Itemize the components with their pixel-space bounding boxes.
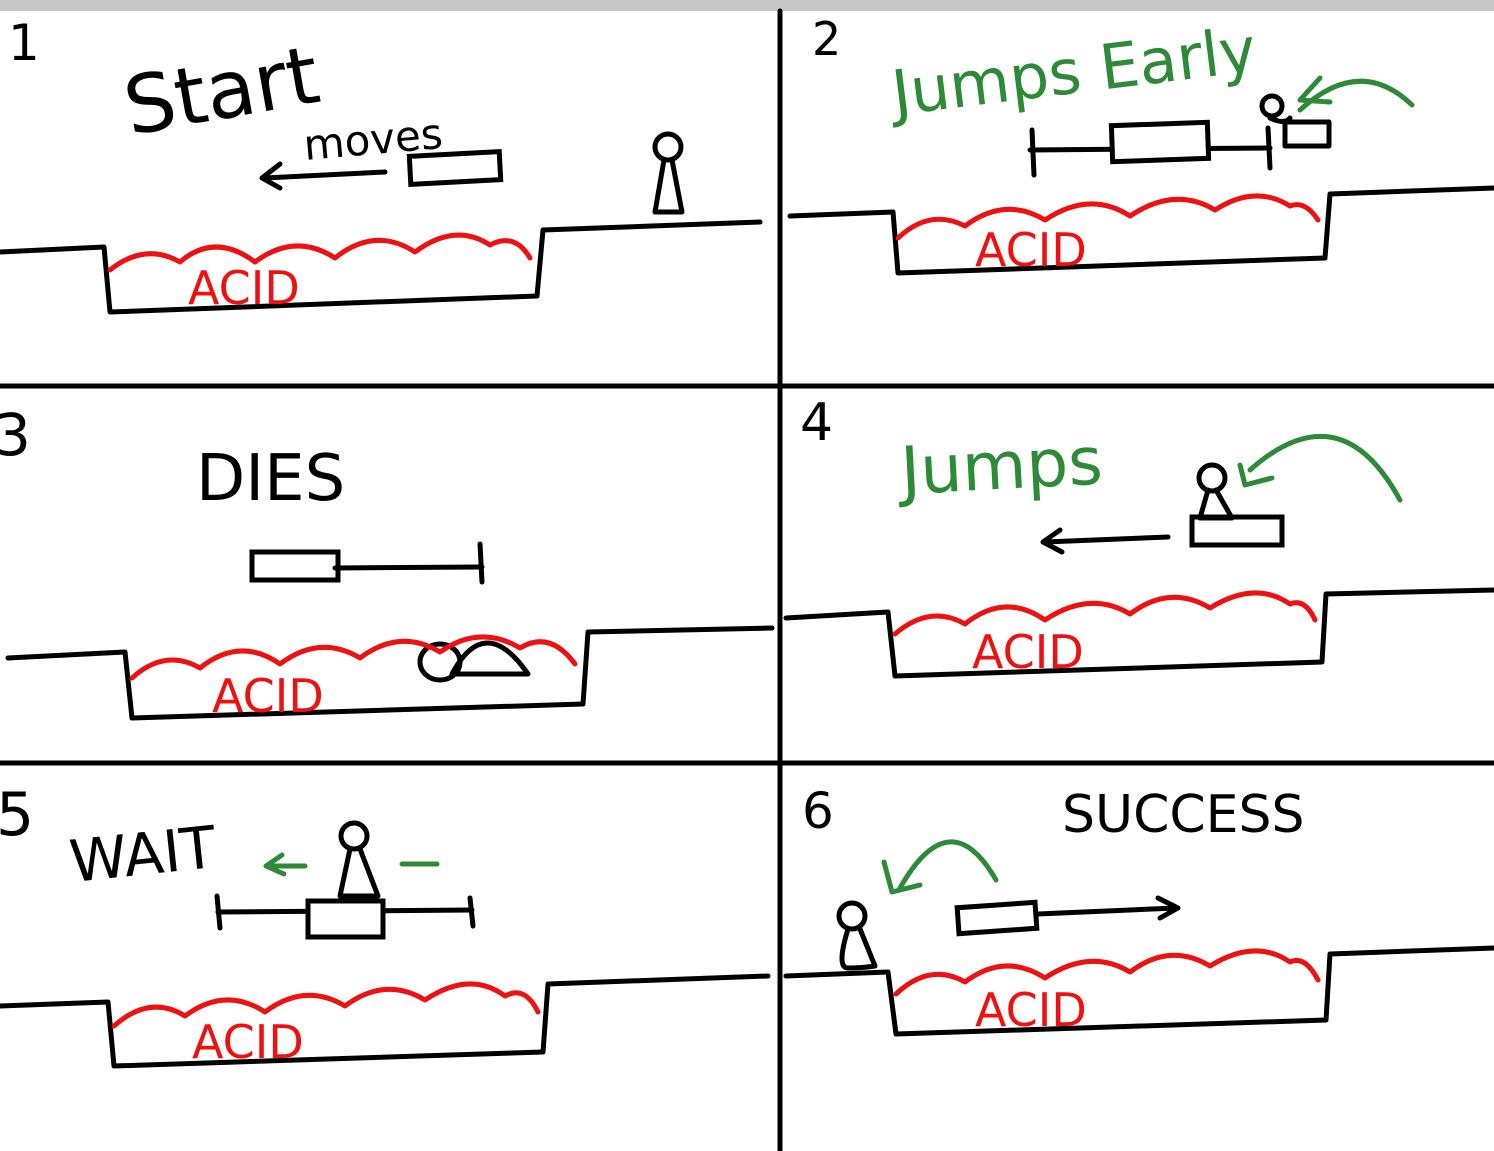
acid-label: ACID bbox=[192, 1015, 304, 1069]
ground bbox=[0, 973, 771, 1069]
panel-number: 2 bbox=[812, 12, 841, 66]
jump-arrow-icon bbox=[1297, 75, 1415, 113]
acid-label: ACID bbox=[212, 669, 324, 723]
moving-platform bbox=[1189, 514, 1285, 548]
panel-3: 3 DIES ACID bbox=[0, 401, 775, 723]
ground bbox=[783, 945, 1494, 1037]
motion-label: moves bbox=[302, 109, 445, 170]
arrow-left-icon bbox=[259, 161, 388, 191]
arrow-right-icon bbox=[1035, 895, 1181, 921]
jump-arrow-icon bbox=[881, 839, 999, 895]
panel-caption: WAIT bbox=[66, 813, 219, 896]
panel-6: 6 SUCCESS ACID bbox=[783, 782, 1494, 1037]
panel-caption: Jumps bbox=[895, 423, 1105, 511]
panel-number: 4 bbox=[800, 393, 833, 453]
acid-wave bbox=[111, 981, 541, 1029]
panel-number: 5 bbox=[0, 780, 34, 850]
platform-track bbox=[332, 541, 485, 585]
ground bbox=[783, 587, 1494, 679]
top-bar bbox=[0, 0, 1494, 11]
acid-wave bbox=[895, 193, 1321, 241]
panel-caption: DIES bbox=[196, 442, 345, 516]
ground bbox=[0, 219, 763, 315]
panel-4: 4 Jumps ACID bbox=[783, 393, 1494, 679]
acid-label: ACID bbox=[975, 983, 1087, 1037]
panel-caption: SUCCESS bbox=[1062, 785, 1305, 845]
jump-arrow-icon bbox=[1237, 433, 1403, 503]
ground bbox=[787, 185, 1494, 276]
panel-number: 6 bbox=[802, 782, 834, 840]
moving-platform bbox=[406, 149, 504, 187]
acid-label: ACID bbox=[188, 261, 300, 315]
acid-wave bbox=[892, 590, 1318, 637]
stick-figure-icon bbox=[652, 131, 685, 215]
panel-caption: Start bbox=[117, 28, 326, 154]
stick-figure-icon bbox=[836, 900, 878, 971]
panel-2: 2 Jumps Early ACID bbox=[787, 12, 1494, 277]
panel-5: 5 WAIT ACID bbox=[0, 780, 771, 1069]
stick-figure-icon bbox=[1259, 93, 1332, 149]
moving-platform bbox=[1108, 119, 1212, 165]
acid-wave bbox=[893, 948, 1321, 997]
ground bbox=[5, 625, 775, 721]
arrow-left-icon bbox=[263, 852, 440, 877]
acid-label: ACID bbox=[972, 625, 1084, 679]
moving-platform bbox=[249, 549, 341, 583]
dead-figure-icon bbox=[417, 640, 531, 683]
panel-number: 3 bbox=[0, 401, 31, 469]
arrow-left-icon bbox=[1040, 527, 1171, 555]
moving-platform bbox=[954, 899, 1040, 937]
panel-number: 1 bbox=[8, 14, 40, 72]
panel-1: 1 Start moves ACID bbox=[0, 14, 763, 315]
acid-wave bbox=[129, 634, 578, 681]
stick-figure-icon bbox=[337, 820, 381, 899]
stick-figure-icon bbox=[1196, 462, 1235, 521]
moving-platform bbox=[305, 898, 386, 940]
acid-wave bbox=[107, 232, 533, 273]
panel-grid bbox=[0, 8, 1494, 1151]
acid-label: ACID bbox=[975, 223, 1087, 277]
panel-caption: Jumps Early bbox=[884, 13, 1260, 131]
